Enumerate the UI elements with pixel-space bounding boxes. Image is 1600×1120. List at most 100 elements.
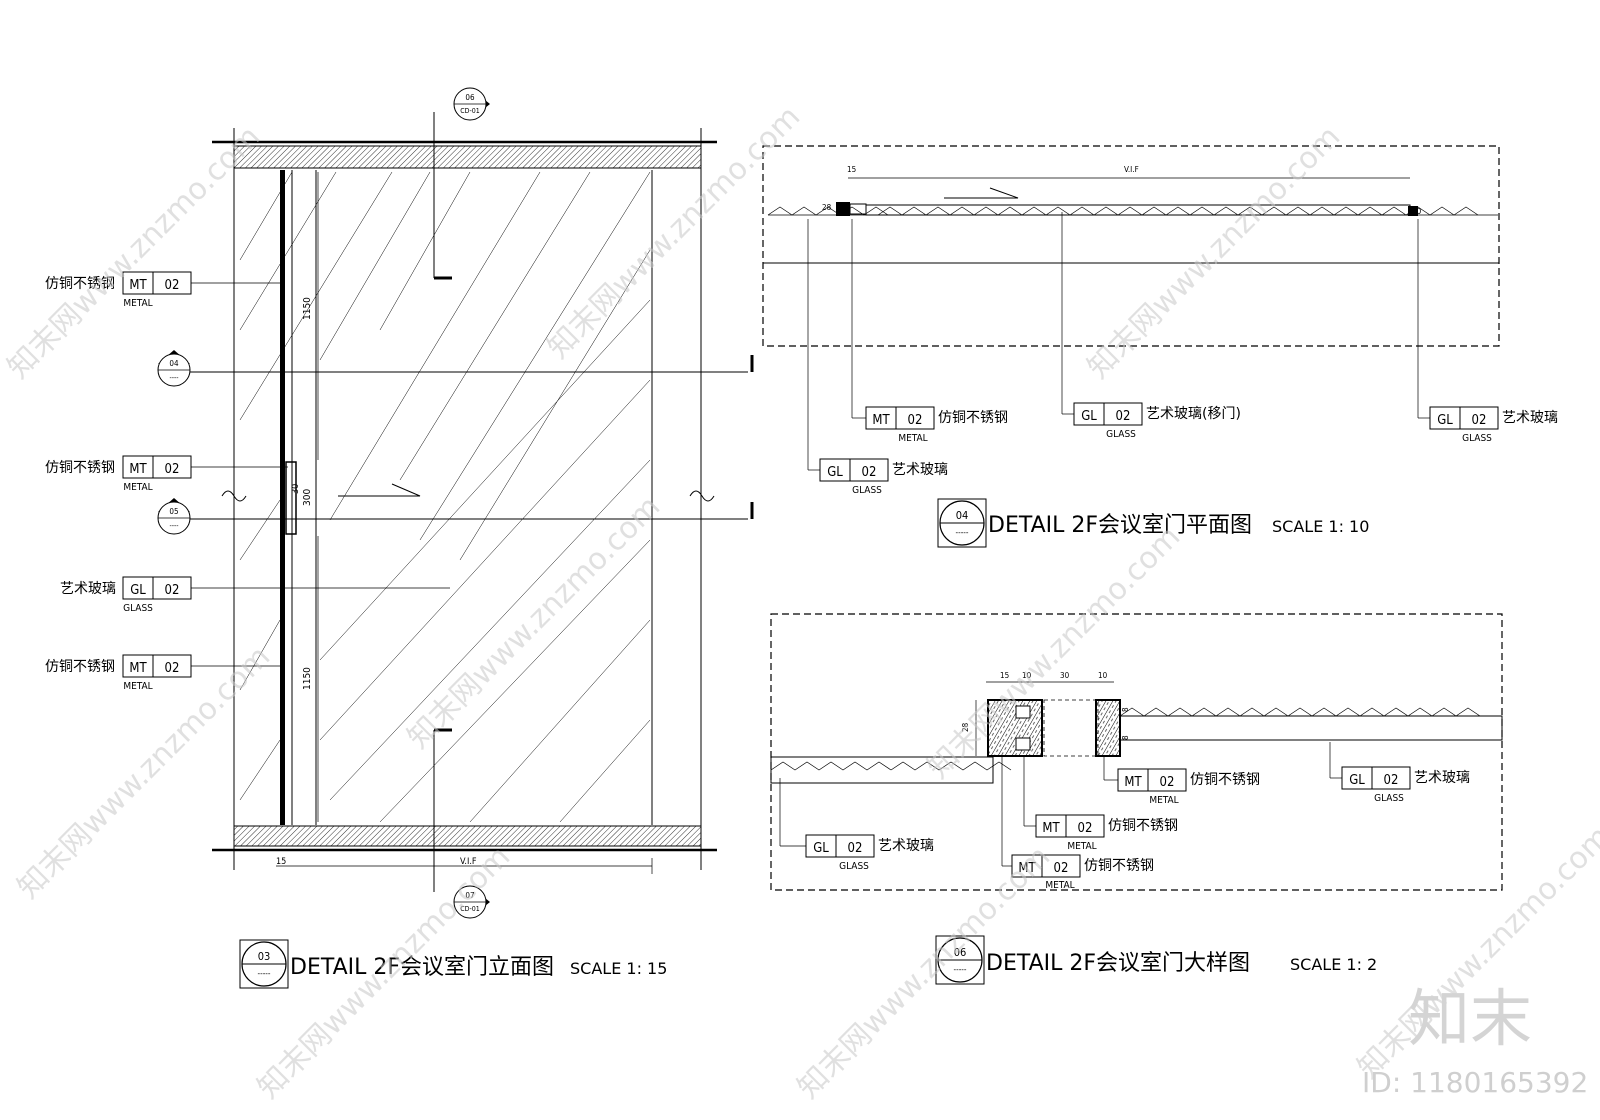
detail-04-number: 04	[956, 509, 969, 522]
section-bottom-sheet: CD-01	[460, 905, 480, 913]
callout-num: 02	[1160, 775, 1175, 790]
callout-code: MT	[1018, 861, 1036, 876]
detail-03-number: 03	[258, 950, 271, 963]
callout-code: MT	[1124, 775, 1142, 790]
callout-label: 仿铜不锈钢	[938, 410, 1008, 426]
section-marker-top: 06 CD-01	[433, 87, 490, 280]
callout-material: METAL	[123, 681, 152, 692]
section-bottom-num: 07	[465, 891, 474, 900]
watermark-diagonal-1: 知末网www.znzmo.com	[1, 119, 267, 385]
right-glass-zig	[1119, 707, 1241, 717]
detail-06-sheet: -----	[954, 965, 967, 974]
callout-num: 02	[908, 413, 923, 428]
callout-material: GLASS	[1462, 433, 1492, 444]
wood-profile-right	[1095, 699, 1121, 757]
detail-06-number: 06	[954, 946, 967, 959]
cut-marker-05: 05 ----	[157, 498, 754, 535]
dim-edge-text: 15	[276, 857, 286, 867]
bottom-frame-hatch	[233, 825, 702, 847]
detail-03-sheet: -----	[258, 969, 271, 978]
callout-03-2: 仿铜不锈钢 MT 02 METAL	[45, 455, 288, 493]
detail-03-scale: SCALE 1: 15	[570, 959, 667, 978]
watermark-diagonal-2: 知末网www.znzmo.com	[541, 99, 807, 365]
plan-sliding-arrow	[944, 187, 1019, 199]
callout-code: MT	[1042, 821, 1060, 836]
callout-code: GL	[827, 465, 843, 480]
callout-material: GLASS	[123, 603, 153, 614]
callout-label: 仿铜不锈钢	[45, 659, 115, 675]
callout-material: METAL	[1067, 841, 1096, 852]
callout-06-5: MT 02 METAL 仿铜不锈钢	[1002, 854, 1154, 891]
callout-material: METAL	[898, 433, 927, 444]
callout-code: GL	[1349, 773, 1365, 788]
callout-num: 02	[1054, 861, 1069, 876]
section-detail-06: 15 10 30 10 28 8 8 MT 02	[770, 613, 1503, 985]
cut-05-num: 05	[169, 507, 178, 516]
cut-marker-04: 04 ----	[157, 350, 754, 387]
dim-d3: 30	[1060, 671, 1070, 680]
detail-title-03: 03 ----- DETAIL 2F会议室门立面图 SCALE 1: 15	[239, 939, 667, 989]
dim-h1: 28	[961, 722, 970, 732]
callout-label: 仿铜不锈钢	[1108, 818, 1178, 834]
watermark-id: ID: 1180165392	[1362, 1066, 1588, 1099]
callout-num: 02	[165, 661, 180, 676]
section-marker-bottom: 07 CD-01	[433, 728, 490, 919]
callout-code: MT	[129, 278, 147, 293]
section-top-sheet: CD-01	[460, 107, 480, 115]
elevation-detail-03: 1150 300 30 1150 15 V.I.F 06 CD-01 0	[45, 87, 754, 989]
top-frame-hatch	[233, 145, 702, 169]
watermark-diagonal-6: 知末网www.znzmo.com	[921, 519, 1187, 785]
callout-label: 艺术玻璃	[892, 461, 948, 478]
gap-profile	[1043, 699, 1099, 757]
callout-label: 艺术玻璃	[1414, 769, 1470, 786]
cut-04-sheet: ----	[169, 374, 178, 382]
callout-04-2: GL 02 GLASS 艺术玻璃(移门)	[1062, 402, 1241, 440]
door-handle	[285, 461, 297, 535]
callout-num: 02	[165, 583, 180, 598]
callout-num: 02	[1078, 821, 1093, 836]
callout-material: METAL	[123, 482, 152, 493]
detail-06-frame	[770, 613, 1503, 891]
callout-num: 02	[862, 465, 877, 480]
right-glass-panel	[1119, 715, 1503, 741]
dim-width-text: V.I.F	[460, 857, 477, 867]
plan-detail-04: 15 V.I.F 28 10 MT 02 METAL 仿铜不锈钢	[762, 145, 1558, 548]
plan-dim-span: V.I.F	[1124, 165, 1139, 174]
callout-04-4: GL 02 GLASS 艺术玻璃	[808, 458, 948, 496]
glass-hatch	[239, 171, 651, 823]
callout-code: GL	[1081, 409, 1097, 424]
callout-code: MT	[872, 413, 890, 428]
callout-code: MT	[129, 661, 147, 676]
detail-03-title: DETAIL 2F会议室门立面图	[290, 955, 554, 980]
callout-label: 艺术玻璃	[60, 580, 116, 597]
watermark-brand: 知末	[1408, 982, 1532, 1055]
watermark-diagonal-4: 知末网www.znzmo.com	[11, 639, 277, 905]
callout-03-1: 仿铜不锈钢 MT 02 METAL	[45, 271, 282, 309]
callout-num: 02	[1116, 409, 1131, 424]
callout-num: 02	[1384, 773, 1399, 788]
dim-upper-text: 1150	[302, 297, 313, 320]
callout-code: MT	[129, 462, 147, 477]
callout-03-3: 艺术玻璃 GL 02 GLASS	[60, 576, 420, 614]
cut-04-num: 04	[169, 359, 179, 368]
callout-num: 02	[848, 841, 863, 856]
callout-label: 艺术玻璃	[1502, 409, 1558, 426]
callout-material: METAL	[1149, 795, 1178, 806]
callout-material: METAL	[1045, 880, 1074, 891]
callout-num: 02	[165, 462, 180, 477]
callout-06-1: MT 02 METAL 仿铜不锈钢	[1104, 768, 1260, 806]
detail-title-06: 06 ----- DETAIL 2F会议室门大样图 SCALE 1: 2	[935, 935, 1377, 985]
dim-h3: 8	[1121, 735, 1130, 740]
callout-code: GL	[1437, 413, 1453, 428]
dim-d4: 10	[1098, 671, 1108, 680]
section-top-num: 06	[465, 93, 475, 102]
callout-label: 仿铜不锈钢	[1084, 858, 1154, 874]
callout-06-2: GL 02 GLASS 艺术玻璃	[1330, 766, 1470, 804]
callout-num: 02	[1472, 413, 1487, 428]
detail-04-sheet: -----	[956, 528, 969, 537]
callout-label: 艺术玻璃	[878, 837, 934, 854]
break-mark-right	[689, 490, 715, 502]
dim-handle-text: 30	[291, 484, 301, 494]
sliding-arrow	[338, 483, 421, 497]
